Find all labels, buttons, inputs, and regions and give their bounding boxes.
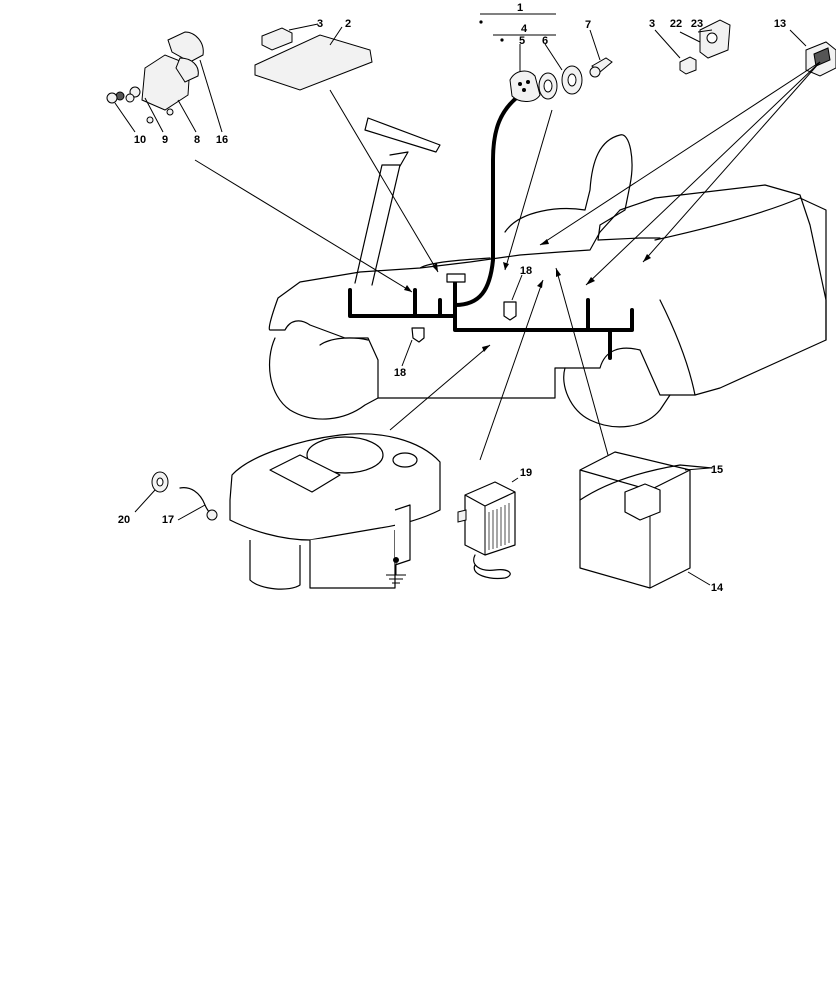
callout-14: 14: [711, 582, 724, 594]
leader-15: [684, 467, 711, 471]
seat-switch: [679, 19, 731, 75]
ignition-switch: [479, 13, 613, 102]
leader-13-a: [539, 61, 821, 246]
callout-20: 20: [118, 514, 130, 526]
callout-19: 19: [520, 467, 532, 479]
rocker-switch: [805, 41, 836, 77]
wiring-harness: [348, 93, 634, 360]
leader-14: [687, 571, 711, 586]
leader-10: [114, 102, 136, 133]
leader-board-to-harness: [329, 89, 439, 273]
callout-23: 23: [691, 18, 703, 30]
grommet: [151, 471, 169, 493]
leader-13: [789, 29, 807, 47]
wire-clip-18-left: [411, 327, 425, 343]
callout-3-switch: 3: [649, 18, 655, 30]
callout-5: 5: [519, 35, 525, 47]
starter-solenoid: [106, 31, 204, 124]
callout-13: 13: [774, 18, 786, 30]
leader-17: [177, 504, 206, 521]
leader-3b: [654, 29, 681, 59]
leader-22: [679, 31, 701, 43]
callout-3-board: 3: [317, 18, 323, 30]
callout-22: 22: [670, 18, 682, 30]
ground-cable: [179, 487, 218, 521]
callout-18-right: 18: [520, 265, 532, 277]
callout-labels: 1 4 5 6 7 3 2 3 22 23 13 10 9 8 16 18 18…: [118, 2, 786, 594]
callout-15: 15: [711, 464, 723, 476]
callout-10: 10: [134, 134, 146, 146]
wire-clip-18-right: [503, 301, 517, 321]
leader-9: [144, 97, 164, 133]
callout-9: 9: [162, 134, 168, 146]
callout-17: 17: [162, 514, 174, 526]
leader-23: [697, 29, 713, 33]
tractor-outline: [268, 117, 827, 428]
leader-ignition-to-dash: [504, 109, 553, 271]
callout-6: 6: [542, 35, 548, 47]
leader-18b: [511, 274, 523, 301]
leader-charger-to-harness: [479, 279, 544, 461]
callout-4: 4: [521, 23, 528, 35]
callout-18-left: 18: [394, 367, 406, 379]
leader-19: [511, 477, 519, 483]
leader-13-b: [585, 61, 821, 286]
callout-16: 16: [216, 134, 228, 146]
callout-7: 7: [585, 19, 591, 31]
callout-8: 8: [194, 134, 200, 146]
leader-solenoid-to-harness: [194, 159, 413, 293]
engine: [229, 433, 441, 590]
leader-3a: [288, 23, 319, 31]
leader-13-c: [642, 61, 821, 263]
leader-7: [589, 29, 601, 61]
electronic-board: [254, 27, 373, 91]
leader-8: [177, 99, 197, 133]
leader-2: [329, 26, 343, 46]
callout-2: 2: [345, 18, 351, 30]
leader-20: [134, 489, 156, 513]
leader-6: [544, 43, 563, 71]
battery: [579, 451, 713, 589]
leader-16: [199, 59, 223, 133]
leader-engine-to-harness: [389, 344, 491, 431]
callout-1: 1: [517, 2, 523, 14]
leader-18a: [401, 339, 413, 367]
battery-charger: [457, 481, 516, 580]
leader-battery-to-harness: [555, 267, 609, 456]
